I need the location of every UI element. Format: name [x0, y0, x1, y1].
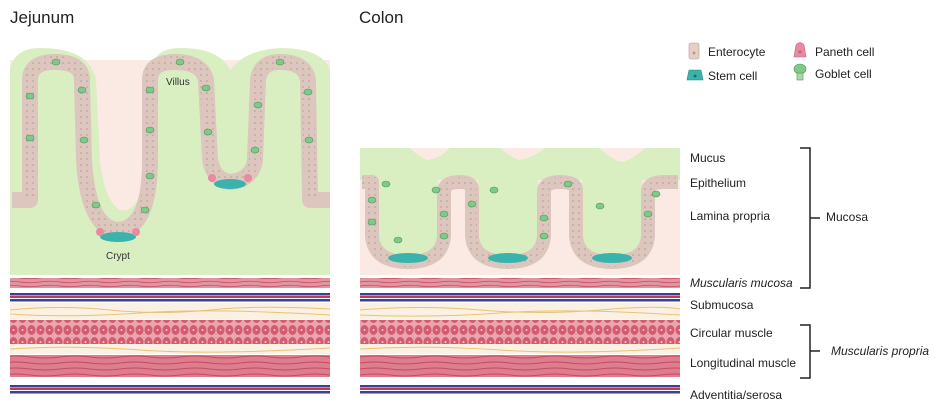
goblet-cell: [540, 215, 548, 221]
jejunum-diagram: [10, 48, 330, 394]
villus-label: Villus: [166, 77, 190, 88]
layer-adventitia: Adventitia/serosa: [690, 388, 782, 402]
goblet-cell: [394, 237, 402, 243]
goblet-cell: [490, 187, 498, 193]
goblet-cell: [305, 137, 313, 143]
jejunum-longitudinal-muscle: [10, 355, 330, 377]
legend-enterocyte: Enterocyte: [708, 45, 765, 59]
goblet-cell: [52, 59, 60, 65]
goblet-cell: [644, 211, 652, 217]
paneth-cell: [132, 228, 140, 236]
goblet-cell: [141, 207, 149, 213]
goblet-cell: [78, 87, 86, 93]
goblet-cell: [146, 127, 154, 133]
goblet-cell-icon: [794, 64, 806, 80]
goblet-cell: [540, 233, 548, 239]
goblet-cell: [596, 203, 604, 209]
goblet-cell: [304, 89, 312, 95]
goblet-cell: [382, 181, 390, 187]
goblet-cell: [146, 87, 154, 93]
layer-longitudinal-muscle: Longitudinal muscle: [690, 356, 796, 370]
goblet-cell: [368, 219, 376, 225]
jejunum-circular-muscle: [10, 320, 330, 344]
goblet-cell: [440, 211, 448, 217]
stem-cell: [488, 253, 528, 263]
paneth-cell-icon: [794, 43, 806, 58]
goblet-cell: [26, 93, 34, 99]
goblet-cell: [26, 135, 34, 141]
goblet-cell: [440, 233, 448, 239]
goblet-cell: [368, 197, 376, 203]
stem-cell-icon: [687, 70, 703, 80]
layer-submucosa: Submucosa: [690, 298, 753, 312]
goblet-cell: [146, 173, 154, 179]
goblet-cell: [652, 191, 660, 197]
goblet-cell: [564, 181, 572, 187]
stem-cell: [100, 232, 136, 242]
legend-paneth-cell: Paneth cell: [815, 45, 874, 59]
colon-longitudinal-muscle: [360, 355, 680, 377]
goblet-cell: [468, 201, 476, 207]
paneth-cell: [244, 174, 252, 182]
paneth-cell: [96, 228, 104, 236]
colon-circular-muscle: [360, 320, 680, 344]
layer-lamina-propria: Lamina propria: [690, 209, 770, 223]
goblet-cell: [80, 137, 88, 143]
stem-cell: [388, 253, 428, 263]
goblet-cell: [254, 102, 262, 108]
goblet-cell: [176, 59, 184, 65]
enterocyte-icon: [689, 43, 699, 59]
group-mucosa: Mucosa: [826, 210, 868, 224]
goblet-cell: [92, 202, 100, 208]
mucosa-bracket: [800, 148, 810, 288]
goblet-cell: [276, 59, 284, 65]
stem-cell: [214, 179, 246, 189]
layer-epithelium: Epithelium: [690, 176, 746, 190]
colon-muscularis-mucosa: [360, 278, 680, 288]
stem-cell: [592, 253, 632, 263]
jejunum-muscularis-mucosa: [10, 278, 330, 288]
layer-muscularis-mucosa: Muscularis mucosa: [690, 276, 793, 290]
group-muscularis-propria: Muscularis propria: [831, 344, 929, 358]
layer-circular-muscle: Circular muscle: [690, 326, 773, 340]
goblet-cell: [202, 85, 210, 91]
crypt-label: Crypt: [106, 251, 130, 262]
layer-mucus: Mucus: [690, 151, 725, 165]
goblet-cell: [432, 187, 440, 193]
paneth-cell: [208, 174, 216, 182]
legend-stem-cell: Stem cell: [708, 69, 757, 83]
goblet-cell: [204, 129, 212, 135]
muscularis-propria-bracket: [800, 325, 810, 378]
colon-diagram: [360, 148, 680, 394]
goblet-cell: [251, 147, 259, 153]
legend-goblet-cell: Goblet cell: [815, 67, 872, 81]
